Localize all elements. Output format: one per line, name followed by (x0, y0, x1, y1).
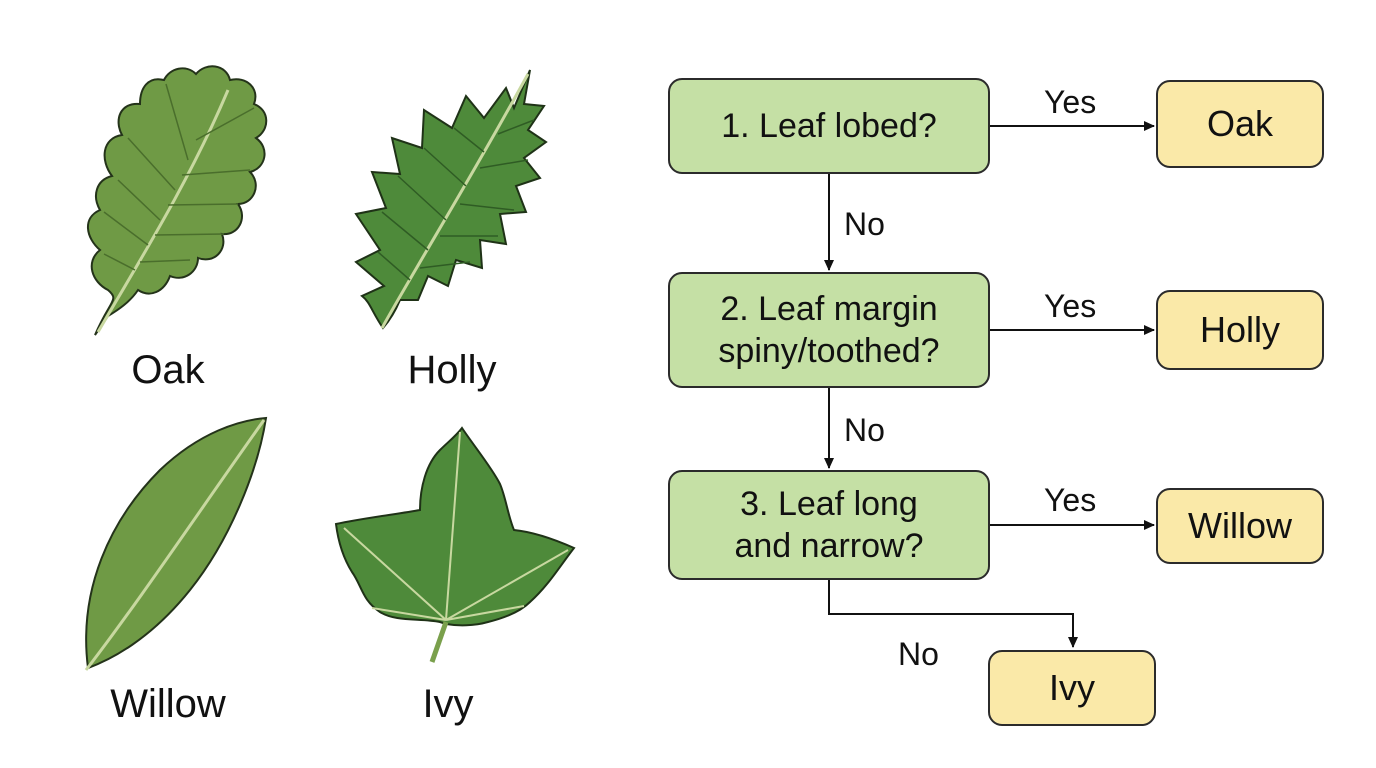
yes-label-3: Yes (1044, 482, 1097, 518)
yes-label-1: Yes (1044, 84, 1097, 120)
question-node-3: 3. Leaf long and narrow? (668, 470, 990, 580)
willow-leaf-icon (84, 416, 268, 671)
leaf-label-ivy: Ivy (422, 682, 474, 726)
leaf-label-willow: Willow (110, 682, 226, 726)
ivy-leaf-icon (334, 426, 576, 663)
yes-label-2: Yes (1044, 288, 1097, 324)
leaf-illustrations (84, 65, 576, 671)
no-label-2: No (844, 412, 885, 448)
holly-leaf-icon (354, 69, 548, 330)
no-label-3: No (898, 636, 939, 672)
oak-leaf-icon (87, 65, 268, 336)
question-node-1: 1. Leaf lobed? (668, 78, 990, 174)
no-arrow-3 (828, 580, 1078, 648)
no-label-1: No (844, 206, 885, 242)
question-2-line-1: 2. Leaf margin (720, 290, 938, 328)
leaf-label-holly: Holly (407, 348, 497, 392)
leaf-label-oak: Oak (131, 348, 205, 392)
question-3-line-1: 3. Leaf long (740, 485, 918, 523)
answer-node-oak: Oak (1156, 80, 1324, 168)
answer-node-ivy: Ivy (988, 650, 1156, 726)
question-3-line-2: and narrow? (734, 527, 924, 565)
question-1-line-1: 1. Leaf lobed? (721, 107, 937, 145)
answer-node-holly: Holly (1156, 290, 1324, 370)
answer-node-willow: Willow (1156, 488, 1324, 564)
question-node-2: 2. Leaf margin spiny/toothed? (668, 272, 990, 388)
question-2-line-2: spiny/toothed? (718, 332, 940, 370)
